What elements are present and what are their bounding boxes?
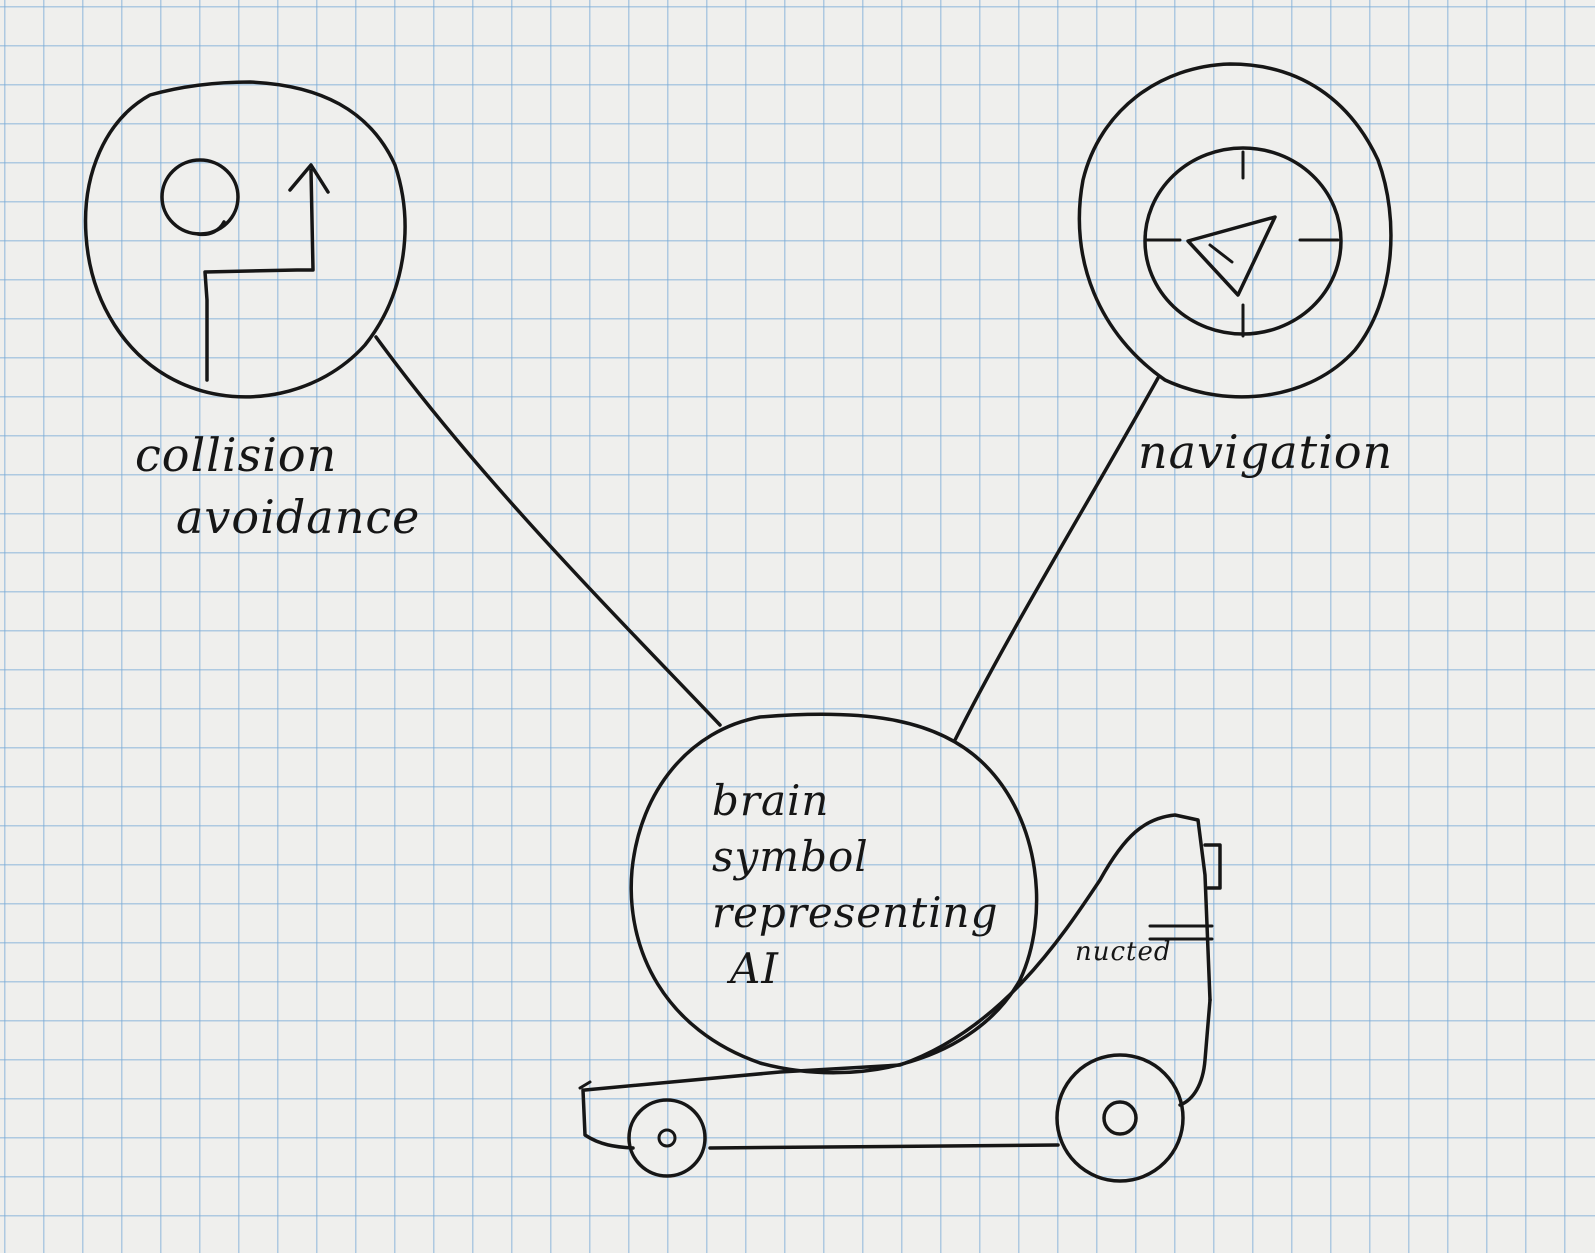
collision-avoidance-node <box>83 80 407 399</box>
brain-label: brain symbol representing AI <box>712 772 997 1032</box>
navigation-outer-circle <box>1077 62 1393 399</box>
collision-label-line-2: avoidance <box>176 490 421 544</box>
brain-label-line-1: brain <box>712 776 830 825</box>
brain-label-line-4: AI <box>730 944 779 993</box>
navigation-node <box>1077 62 1393 399</box>
connector-navigation-to-brain <box>953 376 1160 742</box>
navigation-label: navigation <box>1138 425 1394 479</box>
brain-label-line-2: symbol <box>712 832 869 881</box>
car-icon <box>578 813 1222 1183</box>
collision-label-line-1: collision <box>135 428 338 482</box>
compass-crosshair-icon <box>1143 146 1343 338</box>
brain-label-line-3: representing <box>712 888 999 937</box>
maze-path-icon <box>160 158 330 382</box>
connector-collision-to-brain <box>374 335 722 727</box>
vehicle-label: nucted <box>1075 937 1172 967</box>
collision-circle <box>83 80 407 399</box>
